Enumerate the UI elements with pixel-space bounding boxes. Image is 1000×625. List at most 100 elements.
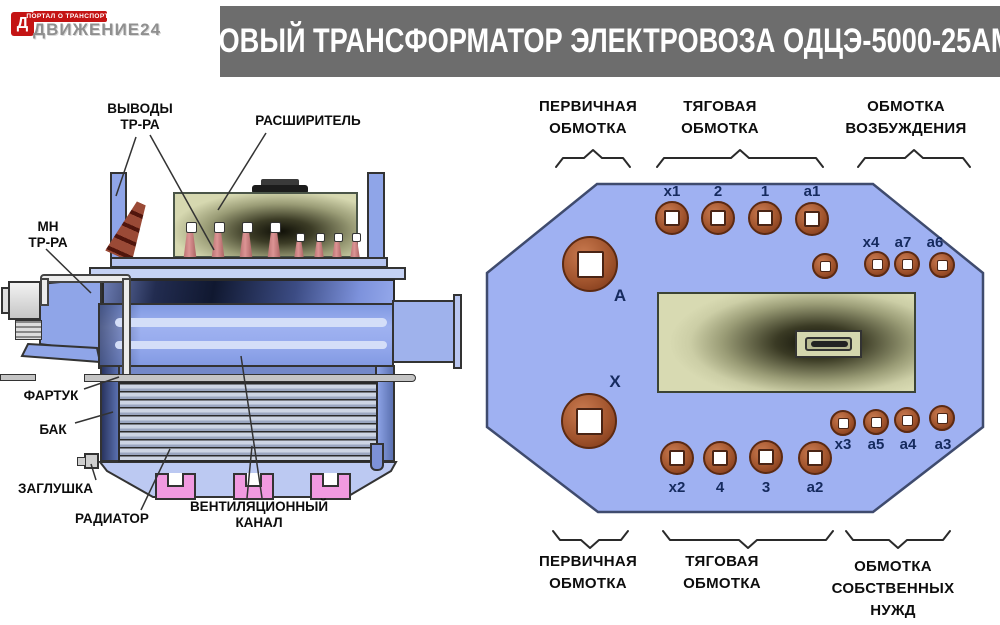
terminal-contact [807, 450, 823, 466]
terminal-label-A: A [613, 286, 627, 305]
logo-banner: ПОРТАЛ О ТРАНСПОРТЕ [26, 11, 114, 22]
terminal-contact [819, 260, 831, 272]
terminal-contact [669, 450, 685, 466]
leader-bak [74, 411, 114, 424]
brace-top-primary [555, 149, 631, 168]
label-line: МН [37, 219, 59, 234]
leader-lines [45, 132, 267, 511]
bushing-cap [316, 233, 325, 242]
deck-bushing [211, 230, 225, 258]
deck-bushing [183, 230, 197, 258]
terminal-label: a2 [806, 479, 824, 496]
leader-ventkanal-2 [240, 355, 263, 499]
terminal-label: 4 [715, 479, 725, 496]
winding-braces [552, 149, 971, 549]
terminal-label: x4 [862, 234, 880, 251]
terminal-label: a5 [867, 436, 885, 453]
terminal-label: a4 [899, 436, 917, 453]
terminal-contact [804, 211, 820, 227]
terminal-contact [837, 417, 849, 429]
drain-pipe [370, 443, 384, 471]
terminal-a2 [798, 441, 832, 475]
terminal-4 [703, 441, 737, 475]
label-line: НУЖД [870, 601, 916, 619]
bushing-cap [334, 233, 343, 242]
label-line: ВЕНТИЛЯЦИОННЫЙ [189, 499, 329, 514]
deck-bushing [239, 230, 253, 258]
cylinder-stripe [115, 318, 387, 327]
label-mn: МН ТР-РА [14, 219, 82, 251]
air-duct [392, 300, 455, 363]
label-line: ВОЗБУЖДЕНИЯ [845, 119, 967, 137]
terminal-a7 [894, 251, 920, 277]
terminal-contact [901, 258, 913, 270]
label-radiator: РАДИАТОР [75, 511, 149, 526]
label-bottom-aux: ОБМОТКА СОБСТВЕННЫХ НУЖД [812, 556, 974, 621]
label-line: ПЕРВИЧНАЯ [538, 553, 638, 570]
oil-pump-cap [1, 287, 10, 314]
terminal-label: x3 [834, 436, 852, 453]
terminal-A [562, 236, 618, 292]
label-top-primary: ПЕРВИЧНАЯ ОБМОТКА [518, 96, 658, 140]
terminal-x2 [660, 441, 694, 475]
terminal-label: a3 [934, 436, 952, 453]
terminal-a4 [894, 407, 920, 433]
terminal-contact [664, 210, 680, 226]
apron-rod [84, 374, 416, 382]
bushing-cap [214, 222, 225, 233]
label-line: ОБМОТКА [867, 98, 945, 115]
terminal-a3 [929, 405, 955, 431]
leader-zaglushka [90, 463, 97, 481]
terminal-a5 [863, 409, 889, 435]
page-title: ТЯГОВЫЙ ТРАНСФОРМАТОР ЭЛЕКТРОВОЗА ОДЦЭ-5… [167, 22, 1000, 60]
label-line: СОБСТВЕННЫХ [831, 579, 955, 597]
bushing-cap [352, 233, 361, 242]
oil-pump-body [8, 281, 41, 320]
terminal-contact [710, 210, 726, 226]
label-line: ПЕРВИЧНАЯ [538, 98, 638, 115]
terminal-label: x2 [668, 479, 686, 496]
label-bottom-primary: ПЕРВИЧНАЯ ОБМОТКА [518, 551, 658, 595]
terminal-label-X: X [609, 372, 621, 391]
label-line: КАНАЛ [235, 515, 283, 531]
label-line: ОБМОТКА [681, 119, 759, 137]
terminal-contact [936, 259, 948, 271]
label-line: ОБМОТКА [549, 119, 627, 137]
oil-pipe-left-leg [40, 278, 49, 306]
label-line: ВЫВОДЫ [107, 101, 173, 116]
deck-bushing-small [314, 240, 324, 258]
expander-box [173, 192, 358, 258]
terminal-contact [901, 414, 913, 426]
brace-bottom-primary [552, 530, 629, 549]
ventilation-opening [155, 473, 196, 500]
brace-bottom-aux [845, 530, 951, 549]
radiator-fins [118, 381, 378, 462]
bushing-cap [270, 222, 281, 233]
label-line: ТР-РА [28, 235, 68, 251]
terminal-unlabeled [812, 253, 838, 279]
vent-notch [322, 473, 339, 487]
terminal-contact [871, 258, 883, 270]
deck-bushing-small [350, 240, 360, 258]
deck-bushing [267, 230, 281, 258]
leader-fartuk [83, 376, 120, 390]
terminal-1 [748, 201, 782, 235]
terminal-x1 [655, 201, 689, 235]
deck-bushing-small [332, 240, 342, 258]
terminal-contact [575, 407, 603, 435]
label-rasshiritel: РАСШИРИТЕЛЬ [255, 113, 361, 128]
terminal-contact [758, 449, 774, 465]
label-line: ОБМОТКА [683, 574, 761, 592]
apron-rod-left [0, 374, 36, 381]
leader-mn [45, 248, 92, 294]
label-top-excitation: ОБМОТКА ВОЗБУЖДЕНИЯ [825, 96, 987, 140]
terminal-x4 [864, 251, 890, 277]
vent-notch [167, 473, 184, 487]
terminal-label: 2 [713, 183, 723, 200]
label-top-traction: ТЯГОВАЯ ОБМОТКА [650, 96, 790, 140]
title-bar: ТЯГОВЫЙ ТРАНСФОРМАТОР ЭЛЕКТРОВОЗА ОДЦЭ-5… [167, 6, 1000, 77]
terminal-3 [749, 440, 783, 474]
terminal-contact [870, 416, 882, 428]
